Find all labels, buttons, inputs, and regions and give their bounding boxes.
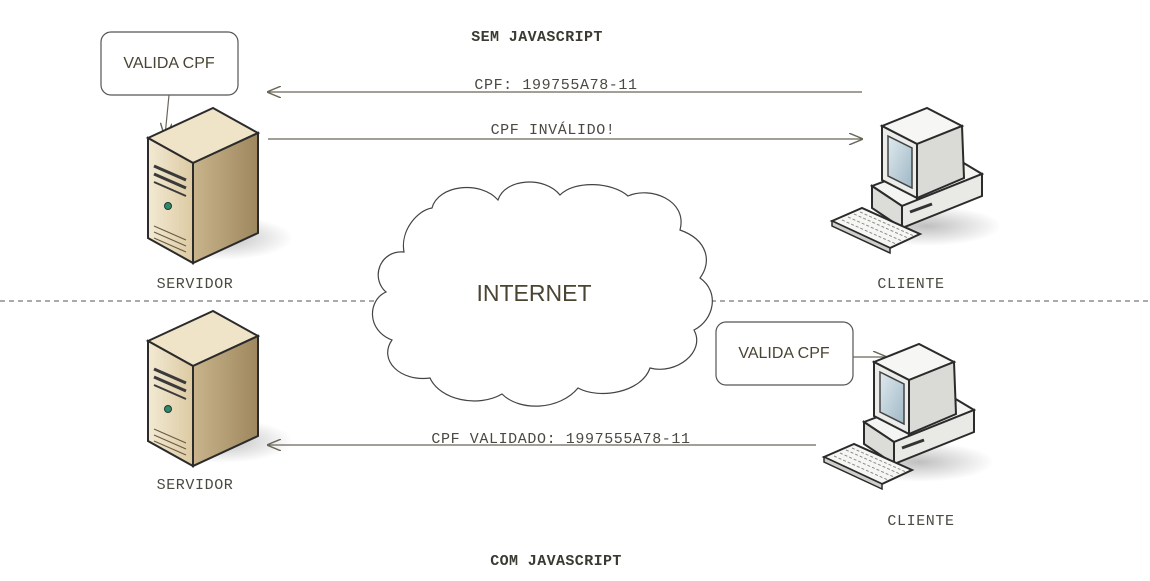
cloud-label: INTERNET [477,280,592,306]
bottom-server [146,309,295,468]
server-tower-icon [146,106,295,265]
top-validator-box [100,31,239,96]
desktop-computer-icon [830,106,1004,255]
validated-request-label: CPF VALIDADO: 1997555A78-11 [431,431,690,448]
server-tower-icon [146,309,295,468]
top-server-label: SERVIDOR [157,276,234,293]
top-client-label: CLIENTE [877,276,944,293]
top-client [830,106,1004,255]
bottom-title: COM JAVASCRIPT [490,553,622,570]
bottom-server-label: SERVIDOR [157,477,234,494]
top-validator-label: VALIDA CPF [123,55,215,72]
bottom-validator-box [715,321,854,386]
bottom-validator-label: VALIDA CPF [738,345,830,362]
top-section: VALIDA CPF SERVIDOR CLIENTE CPF: 199755A… [100,31,1004,293]
top-title: SEM JAVASCRIPT [471,29,603,46]
top-server [146,106,295,265]
request-label: CPF: 199755A78-11 [474,77,637,94]
internet-cloud: INTERNET [371,181,713,407]
bottom-section: SERVIDOR VALIDA CPF CLIENTE CPF VALIDADO… [146,309,996,530]
response-label: CPF INVÁLIDO! [491,121,616,139]
bottom-client-label: CLIENTE [887,513,954,530]
cloud-icon [371,181,713,407]
